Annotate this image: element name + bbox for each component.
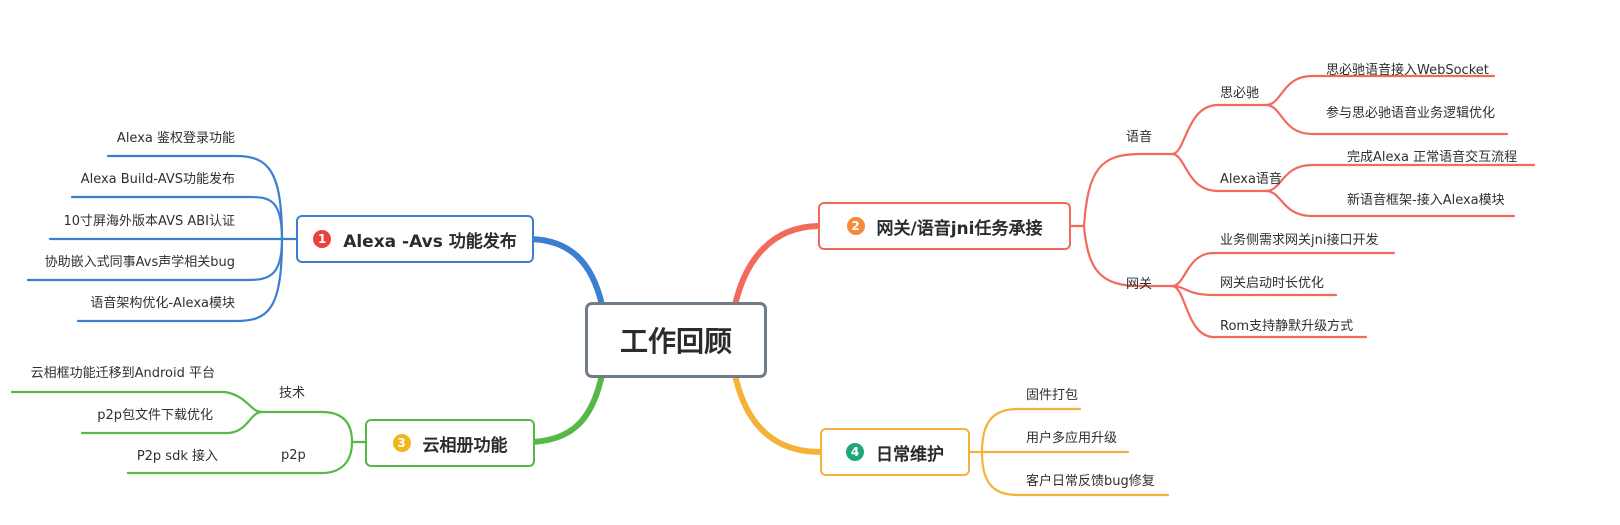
gw-sibichi-item-1[interactable]: 思必驰语音接入WebSocket	[1326, 63, 1489, 78]
badge-1: 1	[313, 230, 332, 248]
cloud-tech-label[interactable]: 技术	[279, 386, 306, 401]
gw-gateway-label[interactable]: 网关	[1126, 277, 1153, 292]
branch-cloud[interactable]: 3 云相册功能	[365, 419, 535, 467]
root-node[interactable]: 工作回顾	[585, 302, 767, 378]
branch-cloud-label: 云相册功能	[422, 435, 508, 456]
cloud-tech-item-1[interactable]: 云相框功能迁移到Android 平台	[30, 366, 215, 381]
trunk-gateway	[732, 223, 821, 308]
gw-alexa-voice-label[interactable]: Alexa语音	[1220, 172, 1282, 187]
branch-alexa[interactable]: 1 Alexa -Avs 功能发布	[296, 215, 534, 263]
root-label: 工作回顾	[619, 325, 732, 358]
daily-item-2[interactable]: 用户多应用升级	[1026, 431, 1118, 446]
cloud-tech-item-2[interactable]: p2p包文件下载优化	[97, 408, 213, 423]
gw-alexa-voice-item-1[interactable]: 完成Alexa 正常语音交互流程	[1347, 150, 1518, 165]
alexa-item-5[interactable]: 语音架构优化-Alexa模块	[90, 296, 235, 311]
gw-alexa-voice-item-2[interactable]: 新语音框架-接入Alexa模块	[1347, 193, 1505, 208]
cloud-p2p-label[interactable]: p2p	[281, 448, 306, 463]
alexa-item-1[interactable]: Alexa 鉴权登录功能	[116, 131, 235, 146]
branch-gateway-label: 网关/语音jni任务承接	[876, 218, 1043, 239]
branch-gateway[interactable]: 2 网关/语音jni任务承接	[818, 202, 1071, 250]
badge-3: 3	[392, 434, 411, 452]
badge-2: 2	[846, 217, 865, 235]
alexa-item-4[interactable]: 协助嵌入式同事Avs声学相关bug	[44, 255, 235, 270]
gw-gateway-item-1[interactable]: 业务侧需求网关jni接口开发	[1220, 233, 1379, 248]
branch-daily-label: 日常维护	[876, 444, 944, 465]
daily-item-3[interactable]: 客户日常反馈bug修复	[1026, 474, 1155, 489]
badge-4: 4	[846, 443, 864, 461]
trunk-daily	[732, 372, 823, 455]
alexa-item-3[interactable]: 10寸屏海外版本AVS ABI认证	[63, 214, 235, 229]
trunk-alexa	[527, 236, 605, 308]
gw-gateway-item-3[interactable]: Rom支持静默升级方式	[1220, 319, 1354, 334]
daily-item-1[interactable]: 固件打包	[1026, 388, 1079, 403]
gw-gateway-item-2[interactable]: 网关启动时长优化	[1220, 276, 1325, 291]
cloud-p2p-item-1[interactable]: P2p sdk 接入	[136, 449, 218, 464]
branch-daily[interactable]: 4 日常维护	[820, 428, 970, 476]
alexa-item-2[interactable]: Alexa Build-AVS功能发布	[80, 172, 235, 187]
trunk-cloud	[529, 372, 605, 445]
branch-alexa-label: Alexa -Avs 功能发布	[343, 231, 517, 252]
gw-sibichi-label[interactable]: 思必驰	[1220, 86, 1260, 101]
gw-voice-label[interactable]: 语音	[1126, 130, 1153, 145]
gw-sibichi-item-2[interactable]: 参与思必驰语音业务逻辑优化	[1326, 106, 1496, 121]
